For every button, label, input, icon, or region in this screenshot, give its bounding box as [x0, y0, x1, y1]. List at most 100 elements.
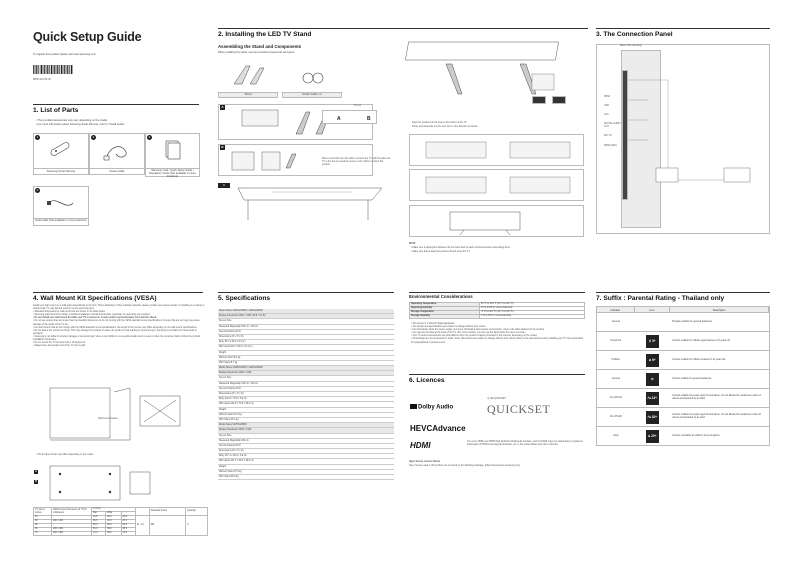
spec-row: Body 167.4 x 96.6 x 5.9 cm [218, 454, 394, 460]
licences-heading: 6. Licences [409, 377, 445, 384]
oss-text: Open Source used in this product can be … [409, 465, 521, 467]
spec-row: Screen Size [218, 434, 394, 439]
spec-row: Weight [218, 465, 394, 470]
vesa-cell: 74.4 [90, 531, 107, 536]
suffix-description: Content suitable for children aged betwe… [672, 339, 730, 342]
wallmount-para-7-text: Do not fasten the screws too firmly. Thi… [33, 329, 197, 335]
wallmount-heading: 4. Wall Mount Kit Specifications (VESA) [33, 295, 157, 302]
spec-row: Weight [218, 351, 394, 356]
vesa-cell: 70.5 [120, 531, 136, 536]
parts-rule [33, 104, 199, 105]
stand-heading: 2. Installing the LED TV Stand [218, 31, 312, 38]
env-bullet: • The design and specifications are subj… [411, 326, 486, 329]
vesa-header-screw: Standard Screw [148, 507, 187, 516]
vesa-c-range: 11 - 13 [134, 515, 150, 536]
back-of-tv-label: Back of the Samsung [620, 45, 642, 47]
spec-row: Model Name UE75AU8000 [218, 423, 394, 429]
stand-note-head: NOTE [409, 243, 416, 245]
env-bullet-text: For information about the power supply, … [412, 329, 545, 332]
spec-row: Sound (Output) 20 W [218, 330, 394, 335]
connection-lines [628, 79, 751, 183]
wallmount-para-3-text: Samsung wall mount kits contain a detail… [34, 314, 151, 317]
part-label-data-cable-text: Data Cable (Not available in some locati… [35, 219, 87, 222]
badge-b: B [220, 145, 225, 150]
spec-row: With stand 167.4 x 98.4 x 36.8 cm [218, 459, 394, 465]
stand-part-label [218, 92, 278, 98]
suffix-icon-cell: ท [635, 370, 671, 388]
stand-note-2: • Make sure that at least two persons li… [411, 251, 471, 253]
remote-icon [50, 142, 70, 156]
spec-row: With stand 96.2 x 59.6 x 19.4 cm [218, 345, 394, 351]
wallmount-para-1: Install your wall mount on a solid wall … [33, 305, 205, 311]
diagram-a-letter-a: A [337, 116, 341, 122]
spec-row: Without Stand 8.4 kg [218, 356, 394, 361]
part-badge-3: 3 [147, 135, 152, 140]
rating-icon: ท [645, 372, 659, 386]
depth-label: 25 mm [354, 105, 362, 107]
part-label-warranty-text: Warranty Card / Quick Setup Guide / Regu… [149, 168, 196, 178]
part-badge-4: 4 [35, 188, 40, 193]
vesa-cell: 75 [33, 531, 52, 536]
oss-heading: Open Source Licence Notice [409, 461, 441, 463]
spec-row: Without Stand 27.6 kg [218, 470, 394, 475]
env-bullet: • You can see the label at the back of t… [411, 332, 526, 335]
stand-b-illustration [231, 151, 297, 171]
suffix-indicator: Preschool [610, 339, 621, 342]
spec-row: Model Name UE55AU8000 / UE65AU8000 [218, 366, 394, 372]
suffix-description: Content unsuitable for children and youn… [672, 434, 720, 437]
spec-row: Sound (Output) 20 W [218, 387, 394, 392]
stand-note-1: • Make sure to distinguish between the f… [411, 247, 511, 249]
hdmi-text: The terms HDMI and HDMI High-Definition … [467, 441, 583, 447]
tv-thumbnail-1 [532, 96, 546, 104]
parts-heading: 1. List of Parts [33, 107, 79, 114]
stand-step-note-1: Insert the Guides into the slot on the b… [412, 122, 467, 124]
spec-row: With stand 122.9 x 73.5 x 25.0 cm [218, 402, 394, 408]
spec-row: Measured Diagonally 189 cm [218, 439, 394, 444]
diagram-b-note: Place a soft cloth over the table to pro… [322, 158, 391, 167]
spec-row: Display Resolution 3840 x 2160 (16:9 / 4… [218, 314, 394, 320]
parts-bullet-2: • For more information about Samsung Sma… [36, 123, 126, 126]
stand-step-note-2: Firmly and assemble it to the end. Do it… [412, 126, 479, 128]
suffix-icon-cell: ป 3+ [635, 332, 671, 350]
spec-row: Sound (Output) 20 W [218, 444, 394, 450]
vesa-qty: 4 [185, 515, 208, 536]
stand-foot-icon [233, 65, 265, 85]
spec-row: With Stand 8.7 kg [218, 361, 394, 367]
stand-intro: When installing the stand, use the provi… [218, 51, 295, 54]
spec-row: Dimensions (W x H x D) [218, 449, 394, 455]
env-bullet: • For information about the power supply… [411, 329, 545, 332]
spec-row: Display Resolution 3840 x 2160 [218, 371, 394, 377]
wall-inset-label: Wall mount bracket [98, 418, 118, 420]
wallmount-text: Install your wall mount on a solid wall … [33, 305, 205, 348]
environment-bullets: • This device is a Class B digital appar… [411, 323, 585, 345]
vesa-header-size: TV size in inches [33, 507, 52, 516]
rating-icon: /น 13+ [645, 391, 659, 405]
connection-heading: 3. The Connection Panel [596, 31, 673, 38]
stand-part-label-text: Stand [244, 93, 252, 96]
suffix-description: Content suitable for children between 6-… [672, 358, 726, 361]
suffix-icon-cell: ด 6+ [635, 351, 671, 369]
table-illustration [237, 187, 383, 220]
specs-rule [218, 292, 394, 293]
suffix-row: Preschool ป 3+Content suitable for childr… [596, 332, 770, 351]
wallmount-para-5-text: Do not use screws that are longer than t… [33, 320, 200, 326]
diagram-a-detail [322, 110, 377, 124]
badge-step-1: 1 [218, 183, 230, 188]
wall-mount-illustration [49, 387, 181, 441]
barcode: BN68-10273F-00 [33, 61, 73, 82]
vesa-header-specs: VESA screw hole specs (A * B) in millime… [51, 507, 92, 516]
suffix-indicator: 13+ (PG13) [609, 396, 622, 399]
env-bullet-text: This device is a Class B digital apparat… [412, 323, 455, 325]
suffix-icon-cell: /น 13+ [635, 389, 671, 407]
hevc-text: HEVCAdvance [410, 424, 466, 433]
vesa-cell: 59.6 [105, 531, 122, 536]
stand-note-2-text: Make sure that at least two persons lift… [412, 251, 471, 253]
licences-rule [409, 374, 585, 375]
spec-row: Body 122.9 x 70.8 x 5.9 cm [218, 397, 394, 403]
suffix-icon-cell: /น 18+ [635, 408, 671, 426]
spec-row: Weight [218, 408, 394, 413]
